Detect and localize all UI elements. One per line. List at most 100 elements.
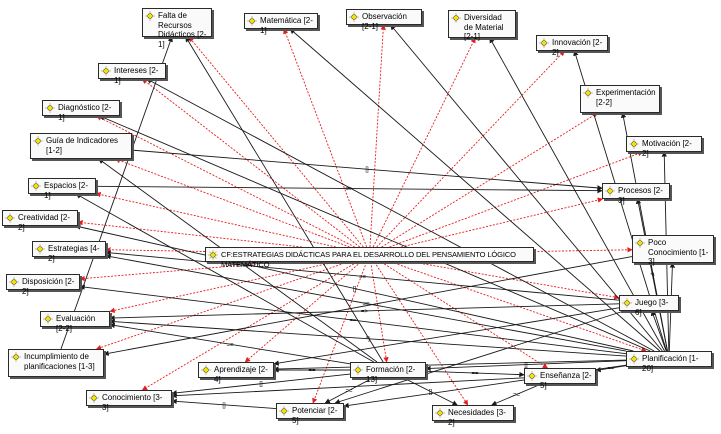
relation-marker: == bbox=[349, 318, 357, 324]
black-relation-edge bbox=[324, 377, 373, 404]
black-relation-edge bbox=[403, 377, 458, 406]
node-label: Enseñanza [2-5] bbox=[540, 371, 592, 390]
node-incumplimiento[interactable]: Incumplimiento de planificaciones [1-3] bbox=[8, 349, 104, 377]
sun-icon bbox=[605, 186, 615, 196]
node-formacion[interactable]: Formación [2-13] bbox=[350, 362, 426, 384]
node-falta-de-recursos[interactable]: Falta de Recursos Didácticos [2-1] bbox=[142, 8, 212, 49]
node-experimentacion[interactable]: Experimentación [2-2] bbox=[580, 85, 660, 113]
relation-marker: == bbox=[226, 342, 234, 348]
sun-icon bbox=[629, 354, 639, 364]
red-dashed-edge bbox=[244, 261, 362, 363]
red-dashed-edge bbox=[188, 36, 364, 248]
relation-marker: [] bbox=[259, 382, 263, 388]
red-dashed-edge bbox=[312, 261, 368, 404]
relation-marker: [] bbox=[353, 287, 357, 293]
node-observacion[interactable]: Observación [2-1] bbox=[346, 9, 422, 31]
relation-marker: == bbox=[359, 274, 367, 280]
black-relation-edge bbox=[131, 149, 603, 191]
red-dashed-edge bbox=[141, 78, 361, 248]
red-dashed-edge bbox=[141, 261, 358, 391]
sun-icon bbox=[33, 136, 43, 146]
node-disposicion[interactable]: Disposición [2-2] bbox=[6, 274, 80, 296]
black-relation-edge bbox=[334, 310, 625, 405]
black-relation-edge bbox=[146, 78, 655, 352]
node-label: Diagnóstico [2-1] bbox=[58, 103, 112, 122]
red-dashed-edge bbox=[389, 151, 644, 248]
node-evaluacion[interactable]: Evaluación [2-2] bbox=[40, 311, 110, 333]
sun-icon bbox=[45, 103, 55, 113]
sun-icon bbox=[583, 88, 593, 98]
red-dashed-edge bbox=[372, 37, 476, 248]
black-relation-edge bbox=[171, 377, 525, 399]
sun-icon bbox=[622, 298, 632, 308]
node-center[interactable]: CF:ESTRATEGIAS DIDÁCTICAS PARA EL DESARR… bbox=[205, 247, 534, 269]
red-dashed-edge bbox=[381, 261, 549, 369]
node-diagnostico[interactable]: Diagnóstico [2-1] bbox=[42, 100, 120, 122]
node-innovacion[interactable]: Innovación [2-2] bbox=[536, 35, 608, 57]
node-label: Poco Conocimiento [1-3] bbox=[648, 238, 709, 266]
sun-icon bbox=[527, 371, 537, 381]
sun-icon bbox=[43, 314, 53, 324]
node-label: Motivación [2-2] bbox=[642, 139, 692, 158]
node-label: Incumplimiento de planificaciones [1-3] bbox=[24, 352, 95, 371]
black-relation-edge bbox=[60, 36, 173, 350]
node-ensenanza[interactable]: Enseñanza [2-5] bbox=[524, 368, 596, 390]
sun-icon bbox=[31, 181, 41, 191]
black-relation-edge bbox=[109, 318, 627, 357]
node-label: Estrategias [4-2] bbox=[48, 244, 100, 263]
sun-icon bbox=[35, 244, 45, 254]
sun-icon bbox=[539, 38, 549, 48]
node-matematica[interactable]: Matemática [2-1] bbox=[244, 13, 318, 35]
node-estrategias[interactable]: Estrategias [4-2] bbox=[32, 241, 106, 263]
node-label: Innovación [2-2] bbox=[552, 38, 603, 57]
sun-icon bbox=[11, 352, 21, 362]
sun-icon bbox=[145, 11, 155, 21]
node-label: Conocimiento [3-3] bbox=[102, 393, 163, 412]
red-dashed-edge bbox=[105, 247, 206, 253]
node-potenciar[interactable]: Potenciar [2-5] bbox=[276, 403, 344, 425]
node-label: CF:ESTRATEGIAS DIDÁCTICAS PARA EL DESARR… bbox=[221, 250, 516, 269]
node-label: Creatividad [2-2] bbox=[18, 213, 71, 232]
node-label: Juego [3-6] bbox=[635, 298, 669, 317]
black-relation-edge bbox=[425, 370, 525, 378]
black-relation-edge bbox=[105, 253, 627, 352]
node-motivacion[interactable]: Motivación [2-2] bbox=[626, 136, 702, 158]
red-dashed-edge bbox=[96, 115, 355, 248]
node-espacios[interactable]: Espacios [2-1] bbox=[28, 178, 96, 200]
sun-icon bbox=[201, 365, 211, 375]
black-relation-edge bbox=[75, 193, 375, 363]
red-dashed-edge bbox=[95, 191, 336, 248]
node-juego[interactable]: Juego [3-6] bbox=[619, 295, 679, 317]
black-relation-edge bbox=[595, 365, 627, 373]
node-label: Espacios [2-1] bbox=[44, 181, 89, 200]
black-relation-edge bbox=[171, 398, 277, 410]
node-label: Formación [2-13] bbox=[366, 365, 416, 384]
black-relation-edge bbox=[171, 373, 351, 396]
node-creatividad[interactable]: Creatividad [2-2] bbox=[2, 210, 78, 232]
black-relation-edge bbox=[109, 322, 351, 365]
sun-icon bbox=[247, 16, 257, 26]
node-diversidad-de-material[interactable]: Diversidad de Material [2-1] bbox=[448, 10, 516, 41]
relation-marker: [] bbox=[429, 390, 433, 396]
node-aprendizaje[interactable]: Aprendizaje [2-4] bbox=[198, 362, 274, 384]
node-conocimiento[interactable]: Conocimiento [3-3] bbox=[86, 390, 172, 412]
node-guia-de-indicadores[interactable]: Guía de Indicadores [1-2] bbox=[30, 133, 132, 159]
black-relation-edge bbox=[425, 360, 627, 372]
red-dashed-edge bbox=[369, 24, 386, 248]
sun-icon bbox=[89, 393, 99, 403]
node-necesidades[interactable]: Necesidades [3-2] bbox=[432, 405, 514, 427]
relation-marker: == bbox=[513, 393, 521, 399]
node-intereses[interactable]: Intereses [2-1] bbox=[98, 63, 166, 85]
black-relation-edge bbox=[75, 224, 634, 352]
relation-marker: [] bbox=[222, 403, 226, 409]
node-label: Planificación [1-20] bbox=[642, 354, 699, 373]
relation-marker: *} bbox=[650, 273, 654, 279]
sun-icon bbox=[435, 408, 445, 418]
node-procesos[interactable]: Procesos [2-3] bbox=[602, 183, 670, 205]
relation-marker: => bbox=[361, 309, 369, 315]
relation-marker: == bbox=[362, 301, 370, 307]
node-planificacion[interactable]: Planificación [1-20] bbox=[626, 351, 712, 373]
node-label: Procesos [2-3] bbox=[618, 186, 663, 205]
node-poco-conocimiento[interactable]: Poco Conocimiento [1-3] bbox=[632, 235, 714, 266]
